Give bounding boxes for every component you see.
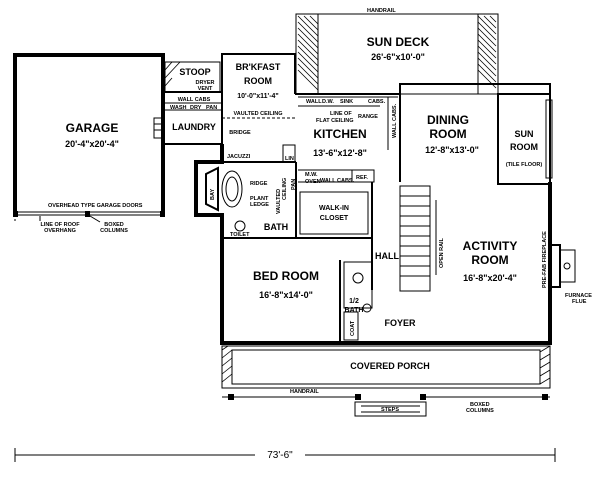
sun-room-label-2: ROOM — [510, 142, 538, 152]
steps-label: STEPS — [381, 407, 399, 413]
vaulted-ceiling-label: VAULTED CEILING — [234, 111, 283, 117]
stoop-label: STOOP — [179, 67, 210, 77]
wash-label: WASH — [170, 105, 187, 111]
dw-label: D.W. — [322, 99, 334, 105]
kitchen-dim: 13'-6"x12'-8" — [313, 148, 367, 158]
master-bath-area: BAY JACUZZI RIDGE VAULTED CEILING PLANT … — [205, 144, 296, 238]
furnace-label: FURNACE — [565, 293, 592, 299]
dining-dim: 12'-8"x13'-0" — [425, 145, 479, 155]
dining-room: DINING ROOM 12'-8"x13'-0" — [399, 83, 551, 182]
cabs-label: CABS. — [368, 99, 386, 105]
closet-label-2: CLOSET — [320, 215, 349, 222]
handrail-top-label: HANDRAIL — [367, 8, 396, 14]
half-bath-label-2: BATH — [345, 307, 364, 314]
sun-room-label: SUN — [514, 129, 533, 139]
sun-deck-label: SUN DECK — [367, 35, 430, 49]
bedroom-label: BED ROOM — [253, 269, 319, 283]
jacuzzi-label: JACUZZI — [227, 154, 251, 160]
garage-doors-label: OVERHEAD TYPE GARAGE DOORS — [48, 203, 143, 209]
roof-line-label: LINE OF ROOF — [40, 222, 80, 228]
dining-label-2: ROOM — [429, 127, 466, 141]
garage-dim: 20'-4"x20'-4" — [65, 139, 119, 149]
dryer-vent-label-2: VENT — [198, 86, 213, 92]
dryer-vent-label: DRYER — [195, 80, 214, 86]
handrail-bottom-label: HANDRAIL — [290, 389, 319, 395]
bedroom: BED ROOM 16'-8"x14'-0" — [253, 269, 319, 300]
pan-label: PAN — [206, 105, 217, 111]
ridge-label: RIDGE — [250, 181, 268, 187]
porch-label: COVERED PORCH — [350, 361, 430, 371]
toilet-label: TOILET — [230, 232, 250, 238]
boxed-columns-right-label: BOXED — [470, 402, 490, 408]
flue-label: FLUE — [572, 299, 587, 305]
walk-in-closet: WALK-IN CLOSET — [299, 191, 369, 235]
activity-label-2: ROOM — [471, 253, 508, 267]
fireplace-label: PRE-FAB FIREPLACE — [542, 231, 548, 288]
flat-ceiling-label: FLAT CEILING — [316, 118, 353, 124]
boxed-columns-right-label-2: COLUMNS — [466, 408, 494, 414]
open-rail-label: OPEN RAIL — [439, 237, 445, 268]
half-bath-foyer: 1/2 BATH COAT FOYER — [343, 261, 416, 341]
overall-dimension: 73'-6" — [14, 447, 556, 462]
activity-dim: 16'-8"x20'-4" — [463, 273, 517, 283]
covered-porch: COVERED PORCH HANDRAIL STEPS BOXED COLUM… — [221, 345, 551, 417]
oven-label: OVEN — [305, 179, 321, 185]
ceiling-vertical: CEILING — [282, 178, 288, 200]
breakfast-room: BR'KFAST ROOM 10'-0"x11'-4" VAULTED CEIL… — [221, 53, 296, 144]
bedroom-dim: 16'-8"x14'-0" — [259, 290, 313, 300]
breakfast-label: BR'KFAST — [236, 62, 281, 72]
range-label: RANGE — [358, 114, 378, 120]
ref-label: REF. — [356, 175, 368, 181]
closet-label: WALK-IN — [319, 205, 349, 212]
activity-label: ACTIVITY — [463, 239, 518, 253]
wall-cabs-vertical: WALL CABS. — [392, 103, 398, 138]
plant-label: PLANT — [250, 196, 269, 202]
stairs-hall: OPEN RAIL HALL — [375, 185, 445, 292]
sink-label: SINK — [340, 99, 353, 105]
activity-room: ACTIVITY ROOM 16'-8"x20'-4" PRE-FAB FIRE… — [463, 231, 593, 305]
hall-label: HALL — [375, 251, 399, 261]
wall-cabs-label: WALL CABS — [178, 97, 211, 103]
bridge-label: BRIDGE — [229, 130, 251, 136]
dry-label: DRY — [190, 105, 202, 111]
wall-label: WALL — [306, 99, 322, 105]
boxed-columns-label-2: COLUMNS — [100, 228, 128, 234]
tile-floor-label: (TILE FLOOR) — [506, 162, 543, 168]
overall-dim-label: 73'-6" — [267, 450, 293, 461]
coat-label: COAT — [350, 320, 356, 336]
laundry-label: LAUNDRY — [172, 122, 216, 132]
kitchen: WALL D.W. SINK CABS. LINE OF FLAT CEILIN… — [291, 93, 401, 190]
bath-label: BATH — [264, 222, 288, 232]
line-of-label: LINE OF — [330, 111, 352, 117]
sun-room: SUN ROOM (TILE FLOOR) — [497, 93, 553, 185]
bay-label: BAY — [210, 189, 216, 200]
linen-label: LIN — [285, 156, 294, 162]
half-bath-label: 1/2 — [349, 298, 359, 305]
ledge-label: LEDGE — [250, 202, 269, 208]
kitchen-label: KITCHEN — [313, 127, 366, 141]
boxed-columns-label: BOXED — [104, 222, 124, 228]
foyer-label: FOYER — [384, 318, 416, 328]
garage-label: GARAGE — [66, 121, 119, 135]
breakfast-label-2: ROOM — [244, 76, 272, 86]
breakfast-dim: 10'-0"x11'-4" — [237, 93, 279, 100]
mw-label: M.W. — [305, 172, 318, 178]
roof-line-label-2: OVERHANG — [44, 228, 76, 234]
pan-vertical: PAN — [291, 179, 297, 190]
sun-deck-dim: 26'-6"x10'-0" — [371, 52, 425, 62]
sun-deck: HANDRAIL SUN DECK 26'-6"x10'-0" — [295, 8, 499, 95]
vaulted-vertical: VAULTED — [276, 189, 282, 214]
garage: OVERHEAD TYPE GARAGE DOORS GARAGE 20'-4"… — [13, 53, 165, 234]
dining-label: DINING — [427, 113, 469, 127]
wall-cabs-2-label: WALL CABS. — [320, 178, 355, 184]
